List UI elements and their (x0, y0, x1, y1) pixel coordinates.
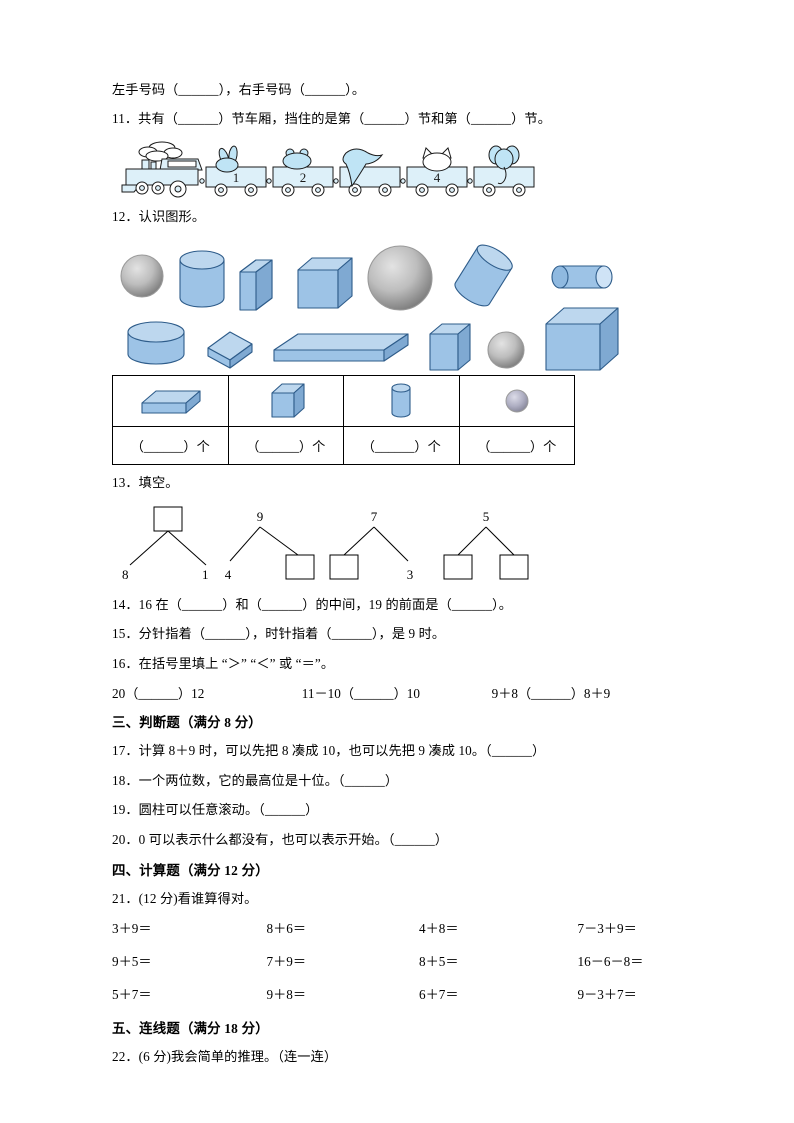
bond-1-right: 1 (202, 567, 209, 582)
question-17-text: 17．计算 8＋9 时，可以先把 8 凑成 10，也可以先把 9 凑成 10。（… (112, 743, 546, 759)
dolphin-icon (342, 148, 384, 188)
table-cell-icon-cube (227, 375, 344, 428)
bond-3-top: 7 (371, 509, 378, 524)
sphere-icon (505, 389, 529, 413)
train-car-group (199, 145, 535, 197)
table-cell-label-cube: （______）个 (227, 426, 344, 466)
calc-item-2-2: 7＋9＝ (266, 954, 307, 970)
question-19-text: 19．圆柱可以任意滚动。（______） (112, 802, 319, 818)
shape-cube-2 (545, 307, 619, 371)
shape-cylinder-upright-1 (179, 250, 225, 308)
shape-cylinder-flat-1 (127, 321, 185, 365)
locomotive-icon (121, 158, 203, 198)
calc-row-2: 9＋5＝ 7＋9＝ 8＋5＝ 16－6－8＝ (112, 951, 682, 970)
question-18-text: 18．一个两位数，它的最高位是十位。（______） (112, 772, 399, 788)
rabbit-icon (215, 145, 239, 173)
shape-count-table: （______）个 （______）个 （______）个 （______）个 (112, 375, 575, 466)
question-12-text: 12．认识图形。 (112, 208, 206, 224)
compare-item-1: 20（______）12 (112, 686, 205, 702)
shape-cube-1 (297, 257, 353, 309)
bond-2-top: 9 (257, 509, 264, 524)
calc-item-3-1: 5＋7＝ (112, 987, 152, 1003)
shape-cuboid-tall-1 (239, 259, 273, 311)
shape-sphere-1 (120, 254, 164, 298)
worksheet-content: 左手号码（______），右手号码（______）。 11．共有（______）… (112, 80, 682, 1077)
table-cell-label-cuboid: （______）个 (112, 426, 229, 466)
number-bond-3: 7 3 (329, 509, 414, 582)
shape-cuboid-diamond-1 (207, 331, 253, 369)
question-14-text: 14．16 在（______）和（______）的中间，19 的前面是（____… (112, 596, 513, 612)
train-car-numbers: 1 2 4 (233, 170, 441, 185)
calc-item-3-2: 9＋8＝ (266, 987, 307, 1003)
compare-item-3: 9＋8（______）8＋9 (491, 686, 611, 702)
smoke-icon (138, 141, 183, 162)
cube-icon (271, 383, 305, 418)
table-cell-label-sphere: （______）个 (458, 426, 575, 466)
shape-cuboid-slab-1 (273, 333, 409, 362)
bear-icon (282, 148, 312, 170)
calc-item-2-3: 8＋5＝ (419, 954, 459, 970)
calc-item-2-4: 16－6－8＝ (577, 954, 644, 970)
question-22-text: 22．(6 分)我会简单的推理。（连一连） (112, 1049, 338, 1065)
calc-item-1-4: 7－3＋9＝ (577, 921, 637, 937)
elephant-icon (488, 145, 520, 185)
train-illustration: 1 2 4 (120, 139, 682, 201)
bond-4-top: 5 (483, 509, 490, 524)
table-cell-icon-cylinder (343, 375, 460, 428)
question-11-text: 11．共有（______）节车厢，挡住的是第（______）节和第（______… (112, 111, 551, 127)
table-cell-label-cylinder: （______）个 (343, 426, 460, 466)
bond-3-right: 3 (407, 567, 414, 582)
calc-item-3-4: 9－3＋7＝ (577, 987, 637, 1003)
calc-row-3: 5＋7＝ 9＋8＝ 6＋7＝ 9－3＋7＝ (112, 984, 682, 1003)
question-16-text: 16．在括号里填上 “＞” “＜” 或 “＝”。 (112, 655, 335, 671)
shape-sphere-3 (487, 331, 525, 369)
section-heading-judge: 三、判断题（满分 8 分） (112, 715, 262, 731)
compare-item-2: 11－10（______）10 (301, 686, 420, 702)
shapes-illustration (112, 236, 682, 371)
cylinder-icon (391, 383, 411, 418)
question-20-text: 20．0 可以表示什么都没有，也可以表示开始。（______） (112, 831, 449, 847)
train-car-number-2: 2 (300, 170, 307, 185)
question-10-tail: 左手号码（______），右手号码（______）。 (112, 82, 366, 97)
calc-item-1-3: 4＋8＝ (419, 921, 459, 937)
train-car-number-4: 4 (434, 170, 441, 185)
table-cell-icon-sphere (458, 375, 575, 428)
number-bond-2: 9 4 (225, 509, 315, 582)
bond-1-left: 8 (122, 567, 129, 582)
cat-icon (422, 146, 452, 172)
number-bond-1: 8 1 (122, 506, 209, 582)
shape-cuboid-upright-1 (429, 323, 471, 371)
question-15-text: 15．分针指着（______），时针指着（______），是 9 时。 (112, 626, 446, 642)
shapes-svg (120, 244, 619, 371)
shape-cylinder-horizontal-1 (551, 265, 613, 289)
number-bond-diagrams: 8 1 9 4 7 (112, 503, 682, 587)
train-svg: 1 2 4 (121, 141, 535, 198)
question-13-text: 13．填空。 (112, 475, 179, 491)
calc-item-3-3: 6＋7＝ (419, 987, 459, 1003)
calc-item-2-1: 9＋5＝ (112, 954, 152, 970)
shape-sphere-2 (367, 245, 433, 311)
calculation-grid: 3＋9＝ 8＋6＝ 4＋8＝ 7－3＋9＝ 9＋5＝ 7＋9＝ 8＋5＝ 16－… (112, 918, 682, 1003)
calc-item-1-1: 3＋9＝ (112, 921, 152, 937)
table-row-labels: （______）个 （______）个 （______）个 （______）个 (112, 426, 575, 466)
section-heading-match: 五、连线题（满分 18 分） (112, 1021, 269, 1037)
cuboid-icon (141, 390, 201, 414)
table-row-icons (112, 375, 575, 428)
table-cell-icon-cuboid (112, 375, 229, 428)
section-heading-calc: 四、计算题（满分 12 分） (112, 862, 269, 878)
calc-item-1-2: 8＋6＝ (266, 921, 307, 937)
question-21-text: 21．(12 分)看谁算得对。 (112, 890, 258, 906)
number-bond-4: 5 (443, 509, 529, 580)
number-bonds-svg: 8 1 9 4 7 (122, 506, 529, 582)
train-car-number-1: 1 (233, 170, 240, 185)
shape-cylinder-tilted-1 (454, 244, 513, 307)
calc-row-1: 3＋9＝ 8＋6＝ 4＋8＝ 7－3＋9＝ (112, 918, 682, 937)
bond-2-left: 4 (225, 567, 232, 582)
compare-expressions-row: 20（______）12 11－10（______）10 9＋8（______）… (112, 683, 682, 702)
